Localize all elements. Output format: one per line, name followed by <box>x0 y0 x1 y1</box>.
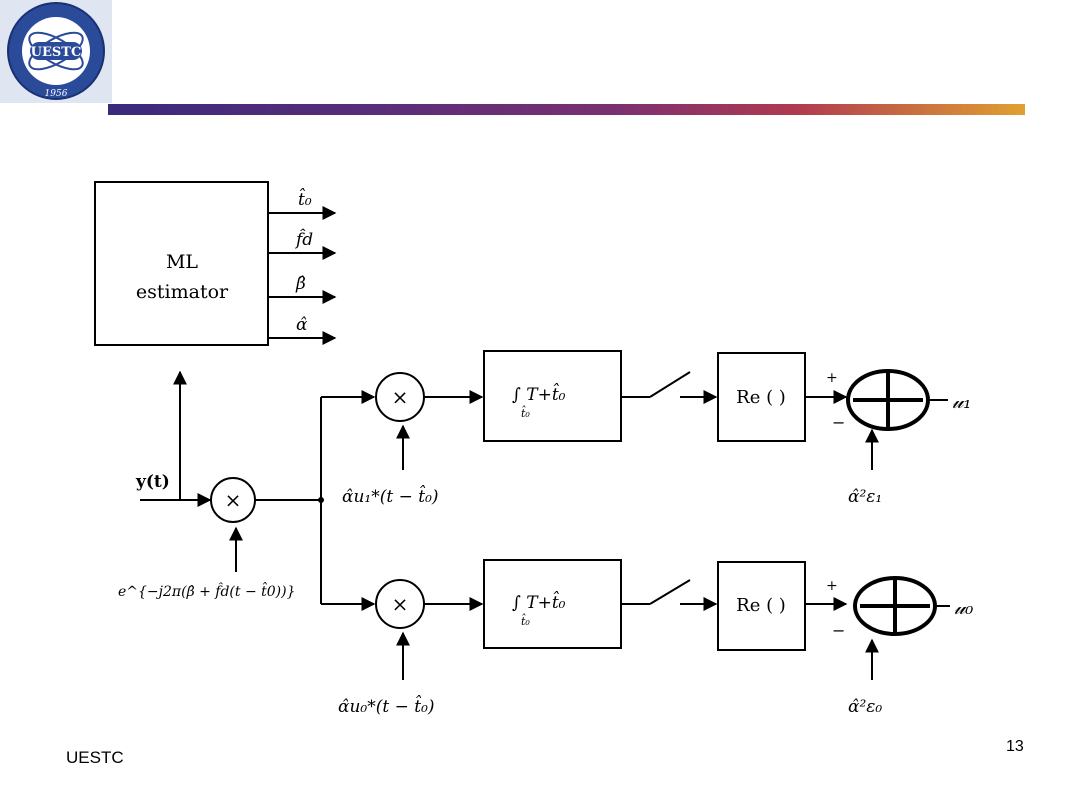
footer-org: UESTC <box>66 748 124 767</box>
ml-estimator-label-1: ML <box>166 251 198 273</box>
top-re-label: Re ( ) <box>736 387 786 408</box>
split-node <box>318 497 324 503</box>
output-label-beta: β̂ <box>295 274 306 294</box>
bottom-re-block <box>717 561 806 651</box>
mixer-term-label: e^{−j2π(β̂ + f̂d(t − t̂0))} <box>118 581 296 600</box>
bottom-bias-label: α̂²ε₀ <box>848 697 882 717</box>
top-ref-label: α̂u₁*(t − t̂₀) <box>342 485 439 507</box>
bottom-integrator-label: ∫ T+t̂₀ <box>512 591 566 613</box>
header-divider <box>108 104 1025 115</box>
ml-estimator-block <box>94 181 269 346</box>
top-plus-sign: + <box>826 370 838 386</box>
bottom-output-label: 𝓊₀ <box>954 595 973 619</box>
logo-text: UESTC <box>31 45 82 60</box>
top-multiplier-symbol: × <box>392 385 409 409</box>
bottom-ref-label: α̂u₀*(t − t̂₀) <box>338 695 435 717</box>
bottom-minus-sign: − <box>832 621 845 640</box>
top-switch <box>649 371 691 398</box>
top-minus-sign: − <box>832 413 845 432</box>
logo-year: 1956 <box>45 89 68 99</box>
ml-estimator-label-2: estimator <box>136 281 229 303</box>
bottom-switch <box>649 579 691 605</box>
bottom-re-label: Re ( ) <box>736 595 786 616</box>
bottom-plus-sign: + <box>826 578 838 594</box>
top-bias-label: α̂²ε₁ <box>848 487 882 507</box>
top-integrator-lower: t̂₀ <box>521 406 530 420</box>
top-output-label: 𝓊₁ <box>952 389 971 413</box>
bottom-multiplier-symbol: × <box>392 592 409 616</box>
output-label-t0: t̂₀ <box>298 188 312 210</box>
mixer-symbol: × <box>225 488 242 512</box>
uestc-logo: UESTC 1956 <box>0 0 112 103</box>
page-number: 13 <box>1006 738 1024 755</box>
top-integrator-label: ∫ T+t̂₀ <box>512 383 566 405</box>
input-label: y(t) <box>135 472 170 492</box>
block-diagram: ML estimator t̂₀ f̂d β̂ α̂ y(t) × e^{−j2… <box>0 130 1080 744</box>
output-label-alpha: α̂ <box>296 315 308 335</box>
bottom-integrator-lower: t̂₀ <box>521 614 530 628</box>
output-label-fd: f̂d <box>294 229 313 250</box>
